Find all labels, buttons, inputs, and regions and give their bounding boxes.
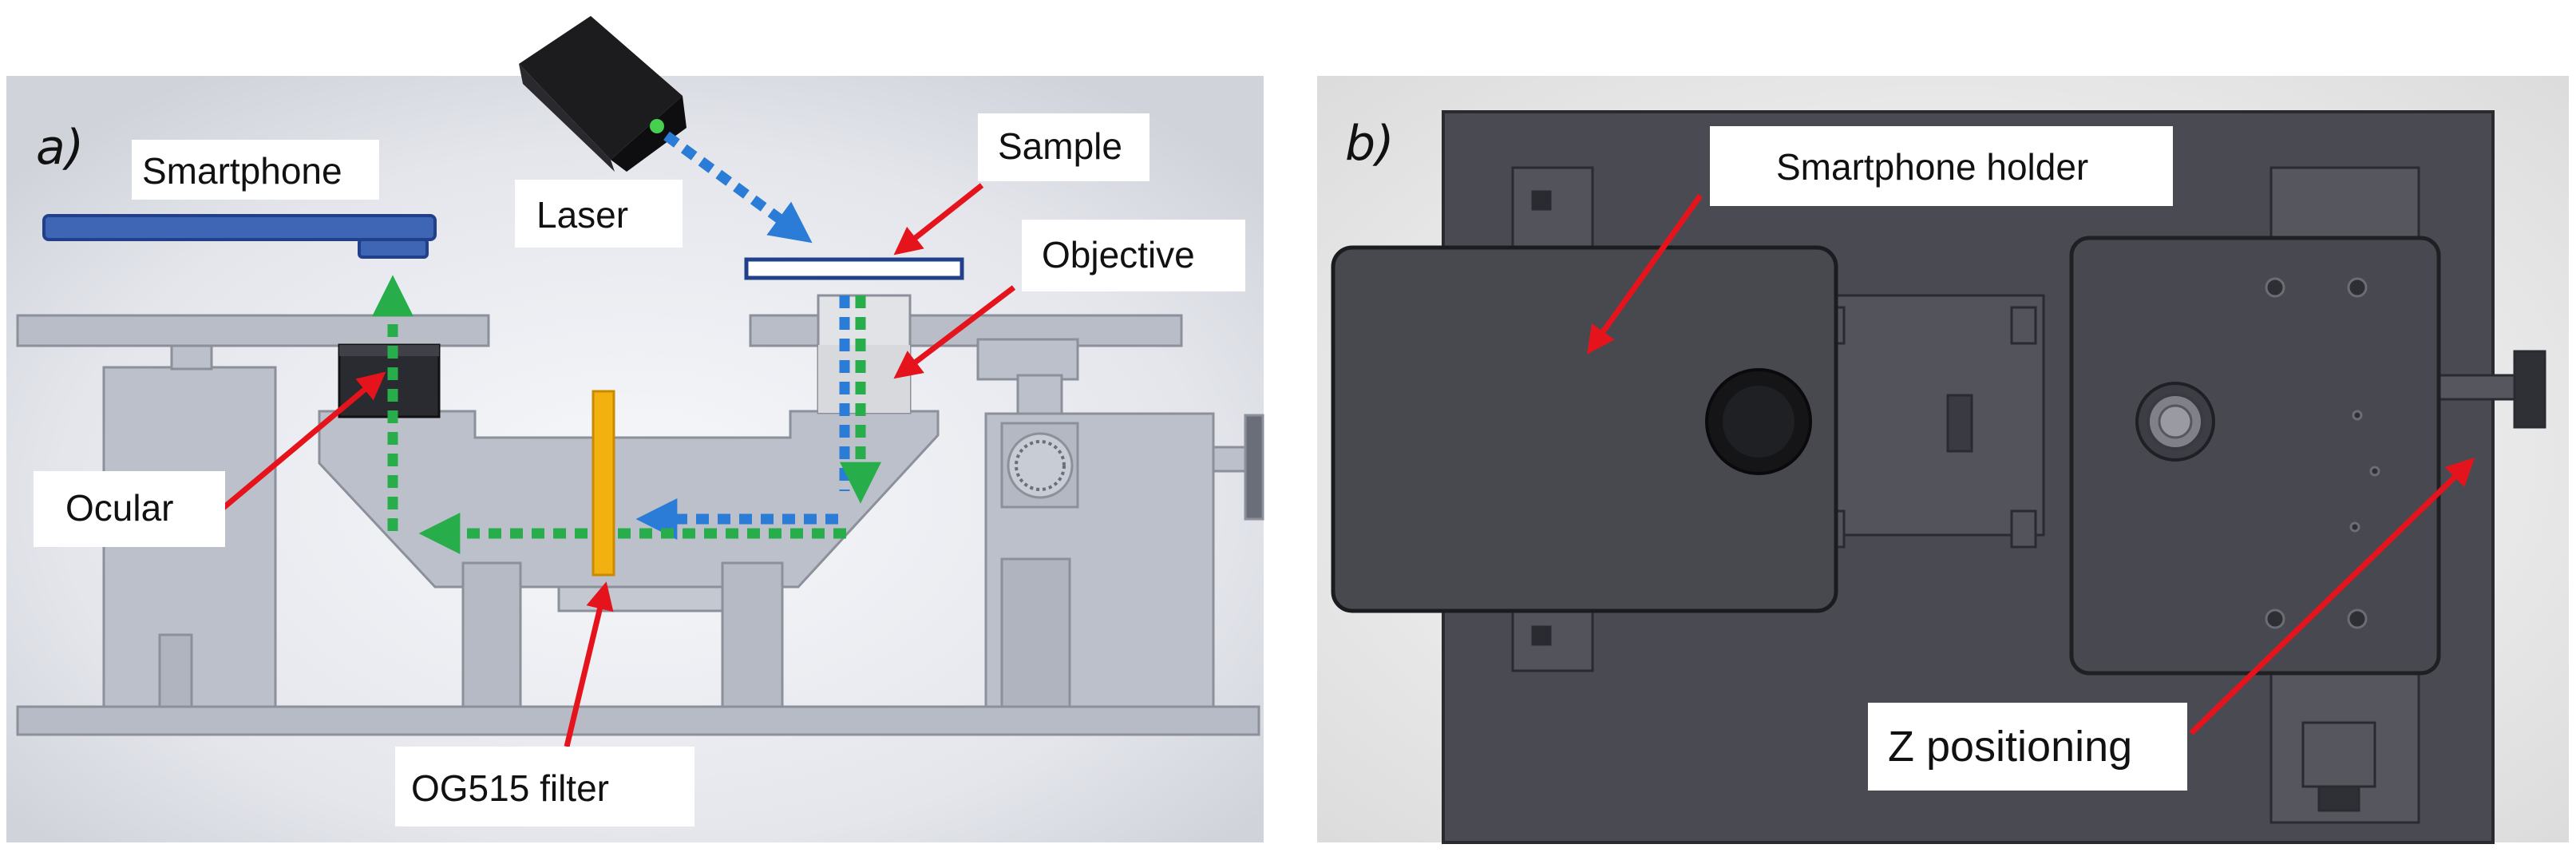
stage-screws xyxy=(2265,277,2380,629)
sample-label: Sample xyxy=(998,125,1122,167)
ocular-arrow xyxy=(217,371,386,513)
panel-a: Smartphone Laser Sample Objective Ocular… xyxy=(6,16,1264,842)
objective-arrow xyxy=(893,285,1016,379)
panel-b-labels: Smartphone holder Z positioning xyxy=(1710,126,2187,791)
og515-filter xyxy=(592,390,615,577)
panel-a-label: a) xyxy=(36,120,84,176)
panel-b: Smartphone holder Z positioning b) xyxy=(1317,76,2569,844)
z-positioning-label: Z positioning xyxy=(1888,723,2132,771)
filter-label: OG515 filter xyxy=(411,767,609,809)
smartphone-holder xyxy=(1331,245,1838,613)
body-legs xyxy=(461,561,784,708)
stage-objective-mount xyxy=(2135,382,2215,462)
panel-a-labels: Smartphone Laser Sample Objective Ocular… xyxy=(34,113,1245,826)
right-top-plate xyxy=(749,314,1183,347)
holder-arrow xyxy=(1586,193,1703,355)
smartphone xyxy=(42,214,437,259)
laser-beam-incoming xyxy=(663,131,813,244)
z-stage xyxy=(976,338,1264,708)
laser-label: Laser xyxy=(536,194,628,236)
smartphone-label: Smartphone xyxy=(142,150,342,192)
objective-label: Objective xyxy=(1042,234,1195,275)
filter-arrow xyxy=(564,581,614,747)
left-top-plate xyxy=(16,314,490,347)
holder-label: Smartphone holder xyxy=(1776,146,2088,188)
panel-a-pointer-arrows xyxy=(217,183,1016,747)
base-plate xyxy=(16,705,1260,736)
sample-arrow xyxy=(893,183,984,256)
sample-slide xyxy=(744,257,964,280)
z-positioning-arrow xyxy=(2189,458,2475,735)
panel-b-pointer-arrows xyxy=(1586,193,2475,735)
optical-body xyxy=(318,410,940,589)
panel-b-label: b) xyxy=(1345,116,1395,172)
ocular-label: Ocular xyxy=(65,487,173,529)
laser-device xyxy=(519,16,687,172)
stage-plate xyxy=(2069,236,2441,676)
